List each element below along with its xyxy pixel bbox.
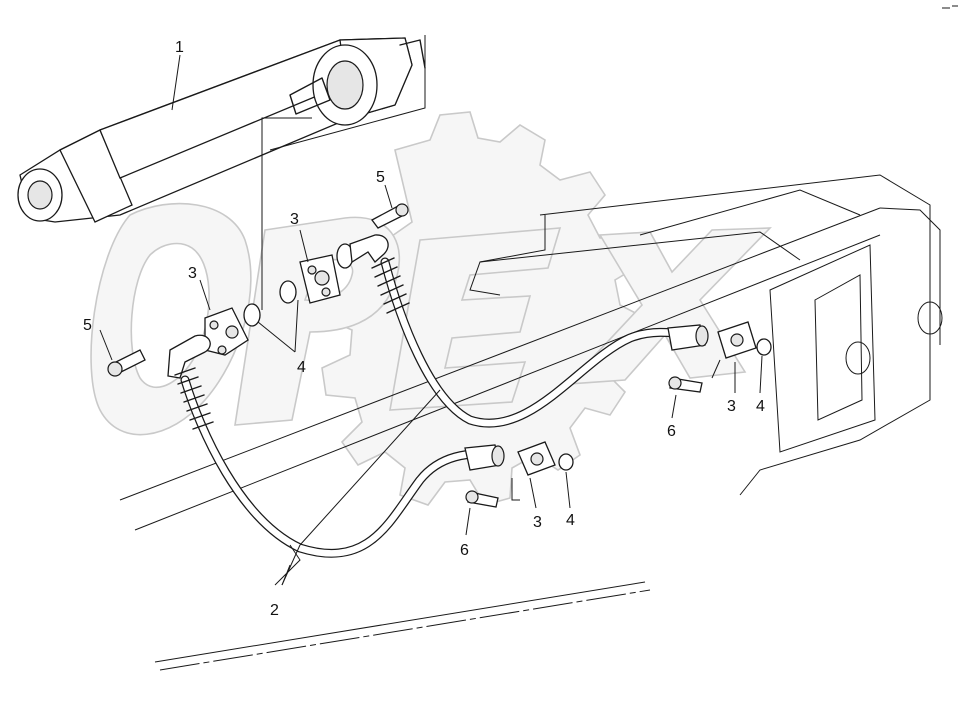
right-fitting-assemblies [465, 321, 772, 508]
callout-2: 2 [270, 602, 279, 619]
callout-3-mid: 3 [533, 514, 542, 531]
boom-outline [119, 174, 943, 671]
callout-3-right: 3 [727, 398, 736, 415]
callout-1: 1 [175, 39, 184, 56]
callout-6-mid: 6 [460, 542, 469, 559]
right-oring [756, 338, 772, 356]
mid-oring [558, 453, 574, 471]
upper-oring [279, 280, 297, 304]
left-fitting-assembly [107, 303, 261, 379]
upper-fitting-assembly [279, 203, 409, 304]
callout-4-right: 4 [756, 398, 765, 415]
callout-5-upper: 5 [376, 169, 385, 186]
callout-5-left: 5 [83, 317, 92, 334]
watermark-e [389, 227, 562, 411]
left-oring [243, 303, 261, 327]
port-leaders [261, 35, 426, 310]
callout-3-left: 3 [188, 265, 197, 282]
callouts: 1 2 3 3 3 3 4 4 4 5 5 6 6 [83, 39, 765, 619]
hose-assembly [174, 257, 709, 558]
left-elbow [167, 334, 211, 379]
leader-lines [99, 54, 763, 586]
hydraulic-cylinder [17, 37, 426, 223]
watermark [90, 111, 772, 506]
callout-4-mid: 4 [566, 512, 575, 529]
callout-6-right: 6 [667, 423, 676, 440]
corner-mark [942, 5, 958, 9]
callout-4-left: 4 [297, 359, 306, 376]
callout-3-upper: 3 [290, 211, 299, 228]
